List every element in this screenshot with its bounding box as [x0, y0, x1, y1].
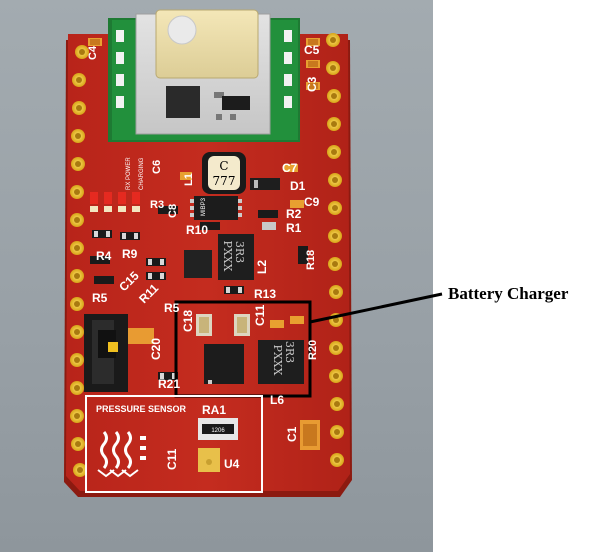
- l2-marking-b: PXXX: [221, 241, 234, 272]
- left-header-pins: [70, 45, 89, 477]
- label-r20: R20: [307, 340, 319, 360]
- label-charging: CHARGING: [139, 157, 145, 190]
- charger-ic: [204, 344, 244, 384]
- cap-c1-body: [303, 424, 317, 446]
- label-ra1: RA1: [202, 403, 226, 417]
- label-ic-small: MIBP3: [201, 197, 207, 216]
- diode-band: [254, 180, 258, 188]
- label-c11-b: C11: [253, 304, 267, 326]
- callout-leader-line: [309, 292, 443, 324]
- pressure-sensor-label: PRESSURE SENSOR: [96, 404, 187, 414]
- resistor-caps: [94, 231, 242, 379]
- label-r9: R9: [122, 247, 138, 261]
- ic-small: [190, 196, 242, 220]
- label-r10: R10: [186, 223, 208, 237]
- label-c11: C11: [165, 448, 179, 470]
- charger-inductor-marking-a: 3R3: [283, 341, 296, 363]
- battery-connector: [84, 314, 128, 392]
- label-r13: R13: [254, 287, 276, 301]
- label-c20: C20: [149, 338, 163, 360]
- label-c18: C18: [181, 310, 195, 332]
- label-d1: D1: [290, 179, 306, 193]
- right-header-pins: [326, 33, 344, 467]
- label-c3: C3: [305, 76, 319, 92]
- label-c5: C5: [304, 43, 320, 57]
- charger-inductor-marking-b: PXXX: [271, 345, 284, 376]
- silkscreen-labels: C4 C5 C3 C6 L1 C7 D1 C9 RX POWER CHARGIN…: [87, 43, 320, 471]
- cap-c20: [128, 328, 154, 344]
- resistor-1206-label: 1206: [211, 428, 225, 434]
- label-r1: R1: [286, 221, 302, 235]
- label-c9: C9: [304, 195, 320, 209]
- label-l2: L2: [255, 260, 269, 274]
- label-r2: R2: [286, 207, 302, 221]
- label-c7: C7: [282, 161, 298, 175]
- label-c1: C1: [285, 426, 299, 442]
- charger-caps: [196, 314, 304, 336]
- label-u4: U4: [224, 457, 240, 471]
- label-r4: R4: [96, 249, 112, 263]
- label-c6: C6: [151, 160, 163, 174]
- status-leds: [90, 192, 140, 212]
- label-c8: C8: [167, 204, 179, 218]
- inductor-value: 777: [213, 174, 236, 188]
- l2-marking-a: 3R3: [233, 241, 246, 263]
- inductor-l1: C 777: [202, 152, 246, 194]
- label-r5: R5: [92, 291, 108, 305]
- label-r3: R3: [150, 199, 164, 211]
- label-rx-power: RX POWER: [126, 157, 132, 190]
- pressure-sensor-area: PRESSURE SENSOR 1206: [85, 395, 263, 493]
- qfn-ic: [184, 250, 212, 278]
- sensor-module: [108, 9, 300, 142]
- charger-inductor: 3R3 PXXX: [258, 340, 304, 384]
- label-r21: R21: [158, 377, 180, 391]
- label-r5-b: R5: [164, 301, 180, 315]
- label-l6: L6: [270, 393, 284, 407]
- label-c4: C4: [87, 45, 99, 60]
- battery-charger-callout: Battery Charger: [448, 284, 569, 303]
- resistors: [90, 206, 308, 380]
- label-l1: L1: [183, 173, 195, 186]
- inductor-mark: C: [219, 159, 228, 173]
- inductor-l2: 3R3 PXXX: [218, 234, 254, 280]
- label-r18: R18: [305, 250, 317, 270]
